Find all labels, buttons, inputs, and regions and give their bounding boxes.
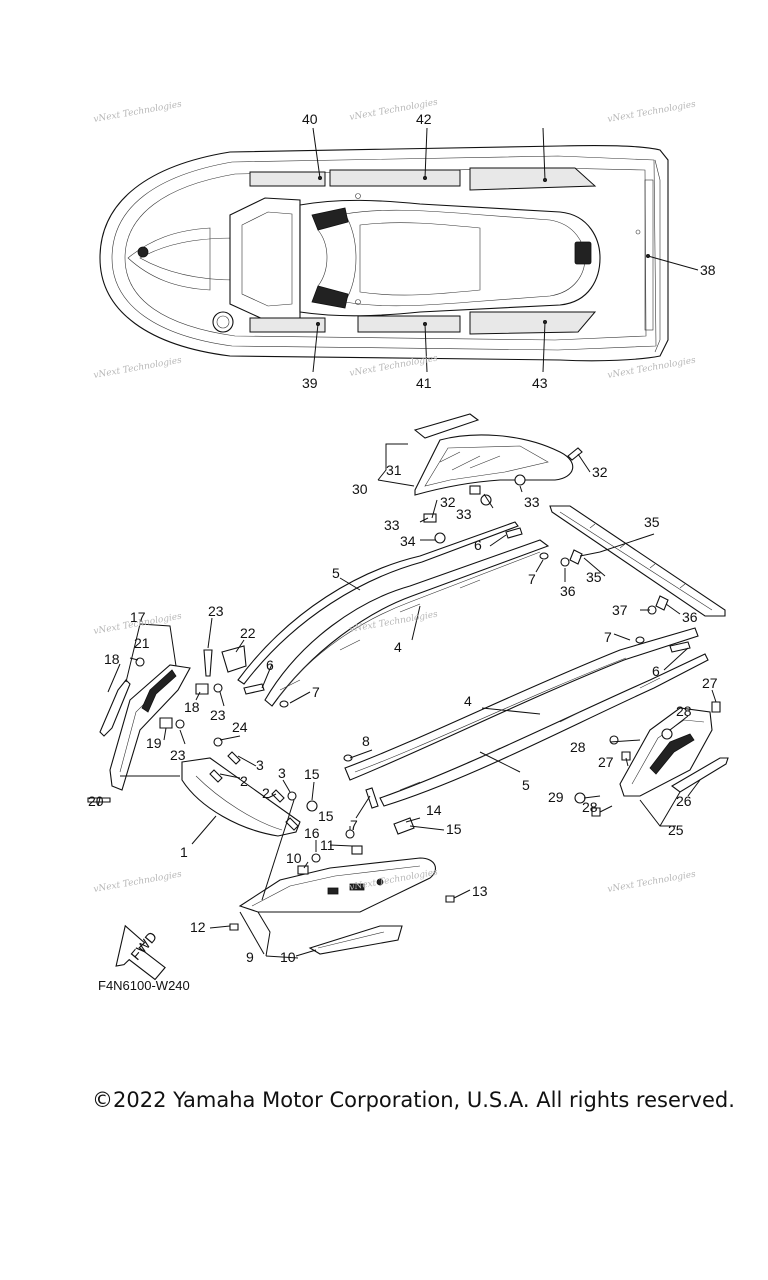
callout-14: 15 bbox=[446, 821, 462, 837]
callout-42: 43 bbox=[532, 375, 548, 391]
callout-18b: 19 bbox=[146, 735, 162, 751]
exploded-leaders bbox=[97, 443, 717, 959]
callout-21: 22 bbox=[240, 625, 256, 641]
callout-37: 38 bbox=[700, 262, 716, 278]
callout-7b: 7 bbox=[312, 684, 320, 700]
callout-6a: 6 bbox=[474, 537, 482, 553]
callout-15c: 16 bbox=[304, 825, 320, 841]
callout-16: 17 bbox=[130, 609, 146, 625]
callout-27a: 27 bbox=[598, 754, 614, 770]
callout-6c: 6 bbox=[652, 663, 660, 679]
callout-41: 42 bbox=[416, 111, 432, 127]
callout-31: 32 bbox=[592, 464, 608, 480]
callout-23b: 23 bbox=[170, 747, 186, 763]
callout-3b: 3 bbox=[278, 765, 286, 781]
callout-33a: 33 bbox=[524, 494, 540, 510]
callout-25: 26 bbox=[676, 793, 692, 809]
callout-15b: 15 bbox=[318, 808, 334, 824]
watermark-1: vNext Technologies bbox=[93, 100, 183, 125]
callout-7d: 8 bbox=[362, 733, 370, 749]
callout-39: 40 bbox=[302, 111, 318, 127]
callout-23a: 23 bbox=[210, 707, 226, 723]
watermark-4: vNext Technologies bbox=[93, 356, 183, 381]
callout-18a: 18 bbox=[184, 699, 200, 715]
callout-2b: 2 bbox=[262, 785, 270, 801]
callout-5a: 5 bbox=[332, 565, 340, 581]
callout-26: 27 bbox=[702, 675, 718, 691]
callout-35b: 36 bbox=[682, 609, 698, 625]
callout-5b: 5 bbox=[522, 777, 530, 793]
callout-29: 30 bbox=[352, 481, 368, 497]
callout-35a: 35 bbox=[586, 569, 602, 585]
callout-8: 9 bbox=[246, 949, 254, 965]
callout-1: 1 bbox=[180, 844, 188, 860]
callout-15a: 15 bbox=[304, 766, 320, 782]
callout-19: 20 bbox=[88, 793, 104, 809]
callout-labels: 1 2 2 3 3 4 4 5 5 6 6 6 7 7 7 7 8 9 10 1… bbox=[88, 111, 718, 965]
callout-17: 18 bbox=[104, 651, 120, 667]
exploded-parts: FWD bbox=[87, 413, 729, 981]
hull-top-view bbox=[99, 144, 669, 362]
watermark-9: vNext Technologies bbox=[93, 870, 183, 895]
copyright-notice: ©2022 Yamaha Motor Corporation, U.S.A. A… bbox=[92, 1088, 735, 1112]
callout-24: 25 bbox=[668, 822, 684, 838]
top-view-leaders bbox=[312, 127, 699, 373]
callout-33b: 33 bbox=[456, 506, 472, 522]
callout-13: 14 bbox=[426, 802, 442, 818]
callout-27b: 28 bbox=[582, 799, 598, 815]
watermark-11: vNext Technologies bbox=[607, 870, 697, 895]
callout-20: 21 bbox=[134, 635, 150, 651]
callout-30: 31 bbox=[386, 462, 402, 478]
callout-11: 12 bbox=[190, 919, 206, 935]
callout-7c: 7 bbox=[604, 629, 612, 645]
callout-33c: 34 bbox=[400, 533, 416, 549]
callout-7a: 7 bbox=[528, 571, 536, 587]
callout-12: 13 bbox=[472, 883, 488, 899]
callout-28a: 28 bbox=[676, 703, 692, 719]
callout-2a: 2 bbox=[240, 773, 248, 789]
callout-32a: 32 bbox=[440, 494, 456, 510]
callout-23c: 24 bbox=[232, 719, 248, 735]
callout-28b: 28 bbox=[570, 739, 586, 755]
callout-6d: 7 bbox=[350, 817, 358, 833]
diagram-code: F4N6100-W240 bbox=[98, 978, 190, 993]
fwd-arrow: FWD bbox=[115, 924, 166, 981]
callout-6b: 6 bbox=[266, 657, 274, 673]
watermark-3: vNext Technologies bbox=[607, 100, 697, 125]
callout-32b: 33 bbox=[384, 517, 400, 533]
callout-3a: 3 bbox=[256, 757, 264, 773]
callout-40: 41 bbox=[416, 375, 432, 391]
callout-10b: 11 bbox=[320, 837, 335, 853]
callout-34: 35 bbox=[644, 514, 660, 530]
callout-9: 10 bbox=[280, 949, 296, 965]
callout-22: 23 bbox=[208, 603, 224, 619]
callout-4a: 4 bbox=[394, 639, 402, 655]
callout-10a: 10 bbox=[286, 850, 302, 866]
callout-36a: 36 bbox=[560, 583, 576, 599]
callout-28c: 29 bbox=[548, 789, 564, 805]
callout-4b: 4 bbox=[464, 693, 472, 709]
callout-36b: 37 bbox=[612, 602, 628, 618]
callout-38: 39 bbox=[302, 375, 318, 391]
